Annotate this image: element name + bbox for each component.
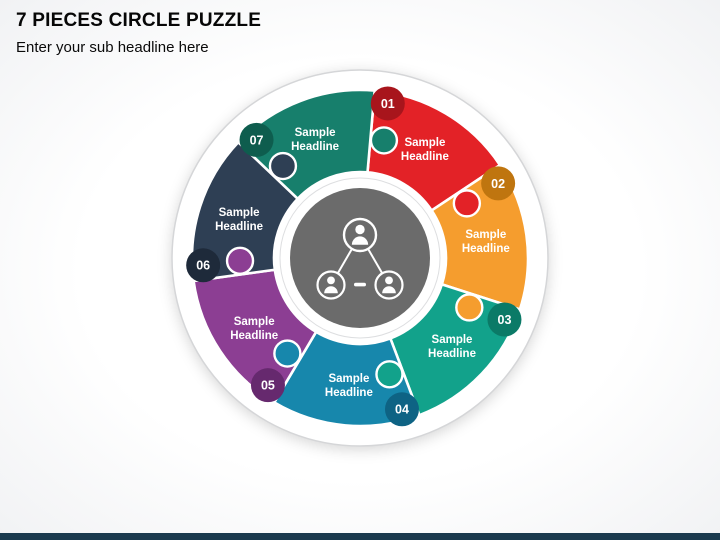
connector-dash [354,282,366,287]
badge-number: 04 [395,403,409,417]
badge-number: 02 [491,177,505,191]
svg-text:Sample: Sample [219,207,260,219]
number-badge-06: 06 [186,248,221,283]
piece-label-06: Sample Headline [215,207,263,233]
person-icon-left [316,270,346,300]
badge-number: 05 [261,379,275,393]
bottom-accent-bar [0,533,720,540]
svg-text:Headline: Headline [462,243,510,255]
piece-label-05: Sample Headline [230,316,278,342]
svg-text:Sample: Sample [432,334,473,346]
puzzle-tab-02 [455,293,484,322]
badge-circle [186,248,221,283]
badge-circle [250,368,285,403]
svg-text:Sample: Sample [404,137,445,149]
team-network-icon [316,217,404,300]
badge-circle [481,166,516,201]
number-badge-07: 07 [239,122,274,157]
svg-text:Headline: Headline [325,387,373,399]
number-badge-04: 04 [384,392,419,427]
slide-subtitle: Enter your sub headline here [16,39,209,56]
number-badge-02: 02 [481,166,516,201]
badge-circle [370,86,405,121]
svg-text:Sample: Sample [234,316,275,328]
number-badge-03: 03 [487,302,522,337]
piece-label-04: Sample Headline [325,373,373,399]
circle-puzzle-diagram: 01 02 03 04 05 06 07 Sample Headline Sam… [160,58,560,458]
person-icon-right [374,270,404,300]
puzzle-tab-07 [369,126,399,155]
center-circle [290,188,430,328]
puzzle-tab-04 [273,339,302,368]
slide-header: 7 PIECES CIRCLE PUZZLE Enter your sub he… [16,10,261,56]
piece-label-03: Sample Headline [428,334,476,360]
puzzle-tab-01 [452,189,482,218]
svg-text:Sample: Sample [465,229,506,241]
slide-title: 7 PIECES CIRCLE PUZZLE [16,10,262,31]
badge-circle [487,302,522,337]
number-badge-05: 05 [250,368,285,403]
badge-circle [384,392,419,427]
number-badge-01: 01 [370,86,405,121]
connector-line-left [336,248,353,274]
svg-text:Headline: Headline [428,348,476,360]
badge-number: 01 [381,97,395,111]
svg-text:Headline: Headline [401,151,449,163]
svg-text:Sample: Sample [295,127,336,139]
person-icon-top [342,217,378,253]
puzzle-tab-06 [268,151,298,181]
svg-text:Headline: Headline [215,221,263,233]
badge-number: 07 [250,133,264,147]
badge-number: 06 [196,259,210,273]
piece-label-01: Sample Headline [401,137,449,163]
puzzle-svg: 01 02 03 04 05 06 07 Sample Headline Sam… [171,69,549,447]
piece-label-07: Sample Headline [291,127,339,153]
badge-circle [239,122,274,157]
puzzle-tab-03 [375,360,404,389]
connector-line-right [367,248,384,274]
piece-label-02: Sample Headline [462,229,510,255]
puzzle-tab-05 [225,246,255,276]
svg-text:Headline: Headline [230,330,278,342]
svg-text:Headline: Headline [291,141,339,153]
svg-text:Sample: Sample [328,373,369,385]
badge-number: 03 [498,313,512,327]
